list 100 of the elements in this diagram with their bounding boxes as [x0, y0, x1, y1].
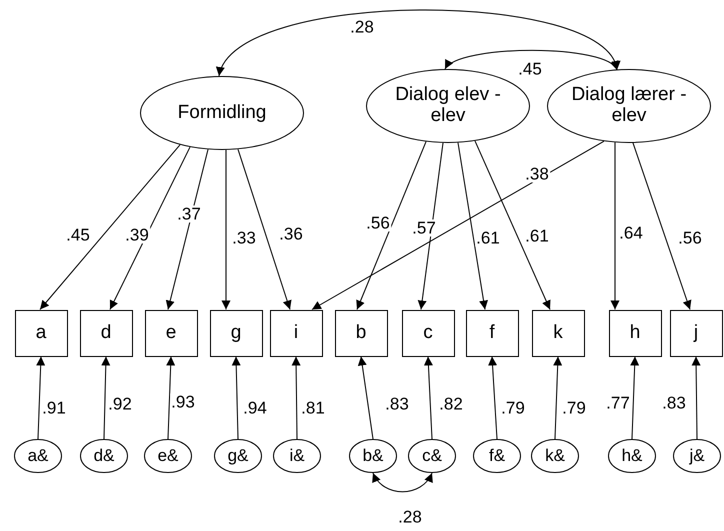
- error-term-ellipse: [608, 439, 656, 473]
- edge-label: .79: [500, 400, 526, 416]
- edge-label: .82: [438, 396, 464, 412]
- error-term-ellipse: [349, 439, 397, 473]
- variable-label: j: [694, 322, 698, 344]
- edge-label: .57: [411, 220, 437, 236]
- variable-label: a&: [28, 446, 48, 466]
- error-term-ellipse: [144, 439, 192, 473]
- variable-label: h&: [622, 446, 642, 466]
- observed-variable-box: [210, 310, 262, 356]
- error-term-ellipse: [80, 439, 128, 473]
- edge-label: .92: [107, 396, 133, 412]
- path-arrow: [110, 146, 190, 310]
- path-arrow: [553, 356, 562, 440]
- edge-label: .93: [170, 394, 196, 410]
- observed-variable-box: [270, 310, 322, 356]
- path-arrow: [692, 356, 701, 440]
- path-arrow: [232, 356, 241, 440]
- edge-label: .83: [661, 394, 687, 412]
- variable-label: Dialog elev - elev: [394, 85, 502, 127]
- error-term-ellipse: [408, 439, 456, 473]
- path-arrow: [630, 356, 640, 440]
- correlation-arrow: [444, 50, 618, 70]
- path-arrow: [166, 148, 208, 310]
- path-arrow: [222, 149, 230, 310]
- observed-variable-box: [80, 310, 132, 356]
- path-arrow: [358, 356, 374, 440]
- variable-label: k: [553, 322, 563, 344]
- path-arrow: [101, 356, 110, 440]
- edge-label: .64: [618, 224, 644, 242]
- error-term-ellipse: [473, 439, 521, 473]
- observed-variable-box: [144, 310, 198, 356]
- variable-label: d&: [94, 446, 114, 466]
- path-arrow: [610, 142, 620, 310]
- edge-label: .28: [349, 18, 375, 36]
- error-term-ellipse: [673, 439, 721, 473]
- variable-label: k&: [545, 446, 565, 466]
- edge-label: .79: [561, 400, 587, 416]
- latent-factor-ellipse: [547, 69, 711, 143]
- variable-label: e&: [158, 446, 178, 466]
- variable-label: g: [230, 322, 242, 344]
- path-arrow: [458, 142, 488, 310]
- variable-label: c: [423, 322, 433, 344]
- edge-label: .56: [677, 230, 703, 246]
- path-arrow: [488, 356, 498, 440]
- variable-label: Formidling: [178, 102, 266, 124]
- path-arrow: [356, 141, 426, 310]
- error-term-ellipse: [531, 439, 579, 473]
- path-arrow: [632, 142, 692, 310]
- path-arrow: [474, 140, 550, 310]
- observed-variable-box: [334, 310, 388, 356]
- edge-label: .36: [278, 226, 304, 242]
- edge-label: .81: [300, 400, 326, 416]
- observed-variable-box: [402, 310, 454, 356]
- variable-label: i&: [289, 446, 305, 466]
- variable-label: e: [166, 322, 176, 344]
- observed-variable-box: [532, 310, 584, 356]
- edge-label: .94: [242, 400, 268, 416]
- variable-label: f&: [488, 446, 506, 466]
- observed-variable-box: [466, 310, 518, 356]
- path-arrow: [424, 356, 433, 440]
- edge-label: .38: [524, 166, 550, 182]
- error-term-ellipse: [214, 439, 262, 473]
- latent-factor-ellipse: [140, 76, 304, 150]
- variable-label: b&: [362, 446, 384, 466]
- variable-label: i: [294, 322, 298, 344]
- edge-label: .33: [231, 230, 257, 246]
- edge-label: .61: [524, 228, 550, 244]
- variable-label: d: [100, 322, 112, 344]
- path-arrow: [238, 148, 292, 310]
- observed-variable-box: [670, 310, 722, 356]
- error-term-ellipse: [273, 439, 321, 473]
- variable-label: j&: [689, 446, 705, 466]
- edge-label: .28: [397, 508, 423, 526]
- edge-label: .61: [475, 230, 501, 246]
- variable-label: Dialog lærer - elev: [570, 85, 688, 127]
- path-arrow: [166, 356, 176, 440]
- variable-label: b: [356, 322, 366, 344]
- edge-label: .56: [365, 214, 391, 232]
- observed-variable-box: [14, 310, 68, 356]
- variable-label: c&: [422, 446, 442, 466]
- edge-label: .91: [41, 400, 67, 416]
- edge-label: .45: [517, 60, 543, 78]
- edge-label: .37: [176, 206, 202, 222]
- variable-label: g&: [228, 446, 248, 466]
- variable-label: f: [489, 322, 495, 344]
- path-arrow: [312, 140, 604, 310]
- path-arrow: [40, 144, 180, 310]
- correlation-arrow: [218, 10, 618, 76]
- edge-label: .77: [605, 394, 631, 412]
- variable-label: h: [630, 322, 640, 344]
- correlation-arrow: [372, 472, 432, 492]
- path-arrow: [36, 356, 46, 440]
- variable-label: a: [36, 322, 46, 344]
- path-arrow: [418, 142, 444, 310]
- observed-variable-box: [608, 310, 662, 356]
- path-arrow: [292, 356, 301, 440]
- edge-label: .83: [384, 396, 410, 412]
- edge-label: .45: [65, 226, 91, 244]
- edge-label: .39: [124, 226, 150, 244]
